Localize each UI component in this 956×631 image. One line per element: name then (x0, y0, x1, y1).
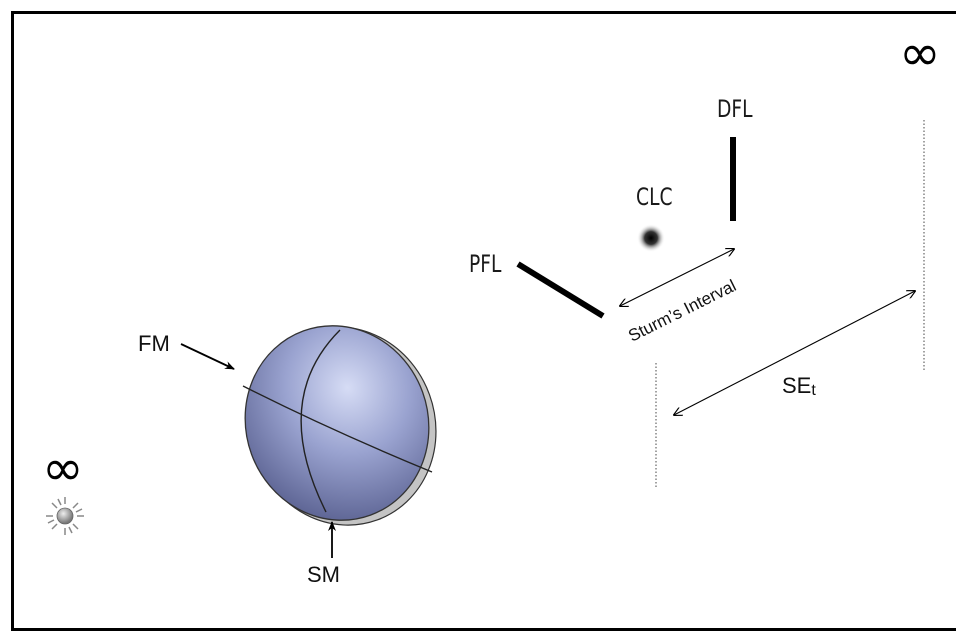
toric-lens (242, 325, 437, 526)
sturm-conoid-diagram: ∞ FM SM PFL CLC DFL (42, 24, 941, 587)
steep-meridian-line (300, 329, 341, 513)
infinity-left-symbol: ∞ (42, 439, 84, 497)
infinity-right-symbol: ∞ (899, 24, 941, 82)
circle-of-least-confusion (637, 224, 665, 252)
sturms-interval-arrow (620, 249, 734, 306)
primary-focal-line (516, 261, 605, 319)
fm-label: FM (138, 331, 170, 356)
pfl-label: PFL (469, 251, 501, 279)
set-label: SEt (782, 373, 816, 399)
set-label-main: SE (782, 373, 811, 398)
sm-label: SM (307, 562, 340, 587)
sturms-interval-label: Sturm’s Interval (625, 276, 739, 346)
set-arrow (674, 291, 915, 415)
sun-icon (46, 497, 84, 535)
fm-arrow (180, 343, 235, 370)
dfl-label: DFL (717, 96, 753, 124)
clc-label: CLC (636, 184, 673, 212)
set-label-subscript: t (811, 382, 816, 399)
flat-meridian-line (242, 385, 433, 473)
